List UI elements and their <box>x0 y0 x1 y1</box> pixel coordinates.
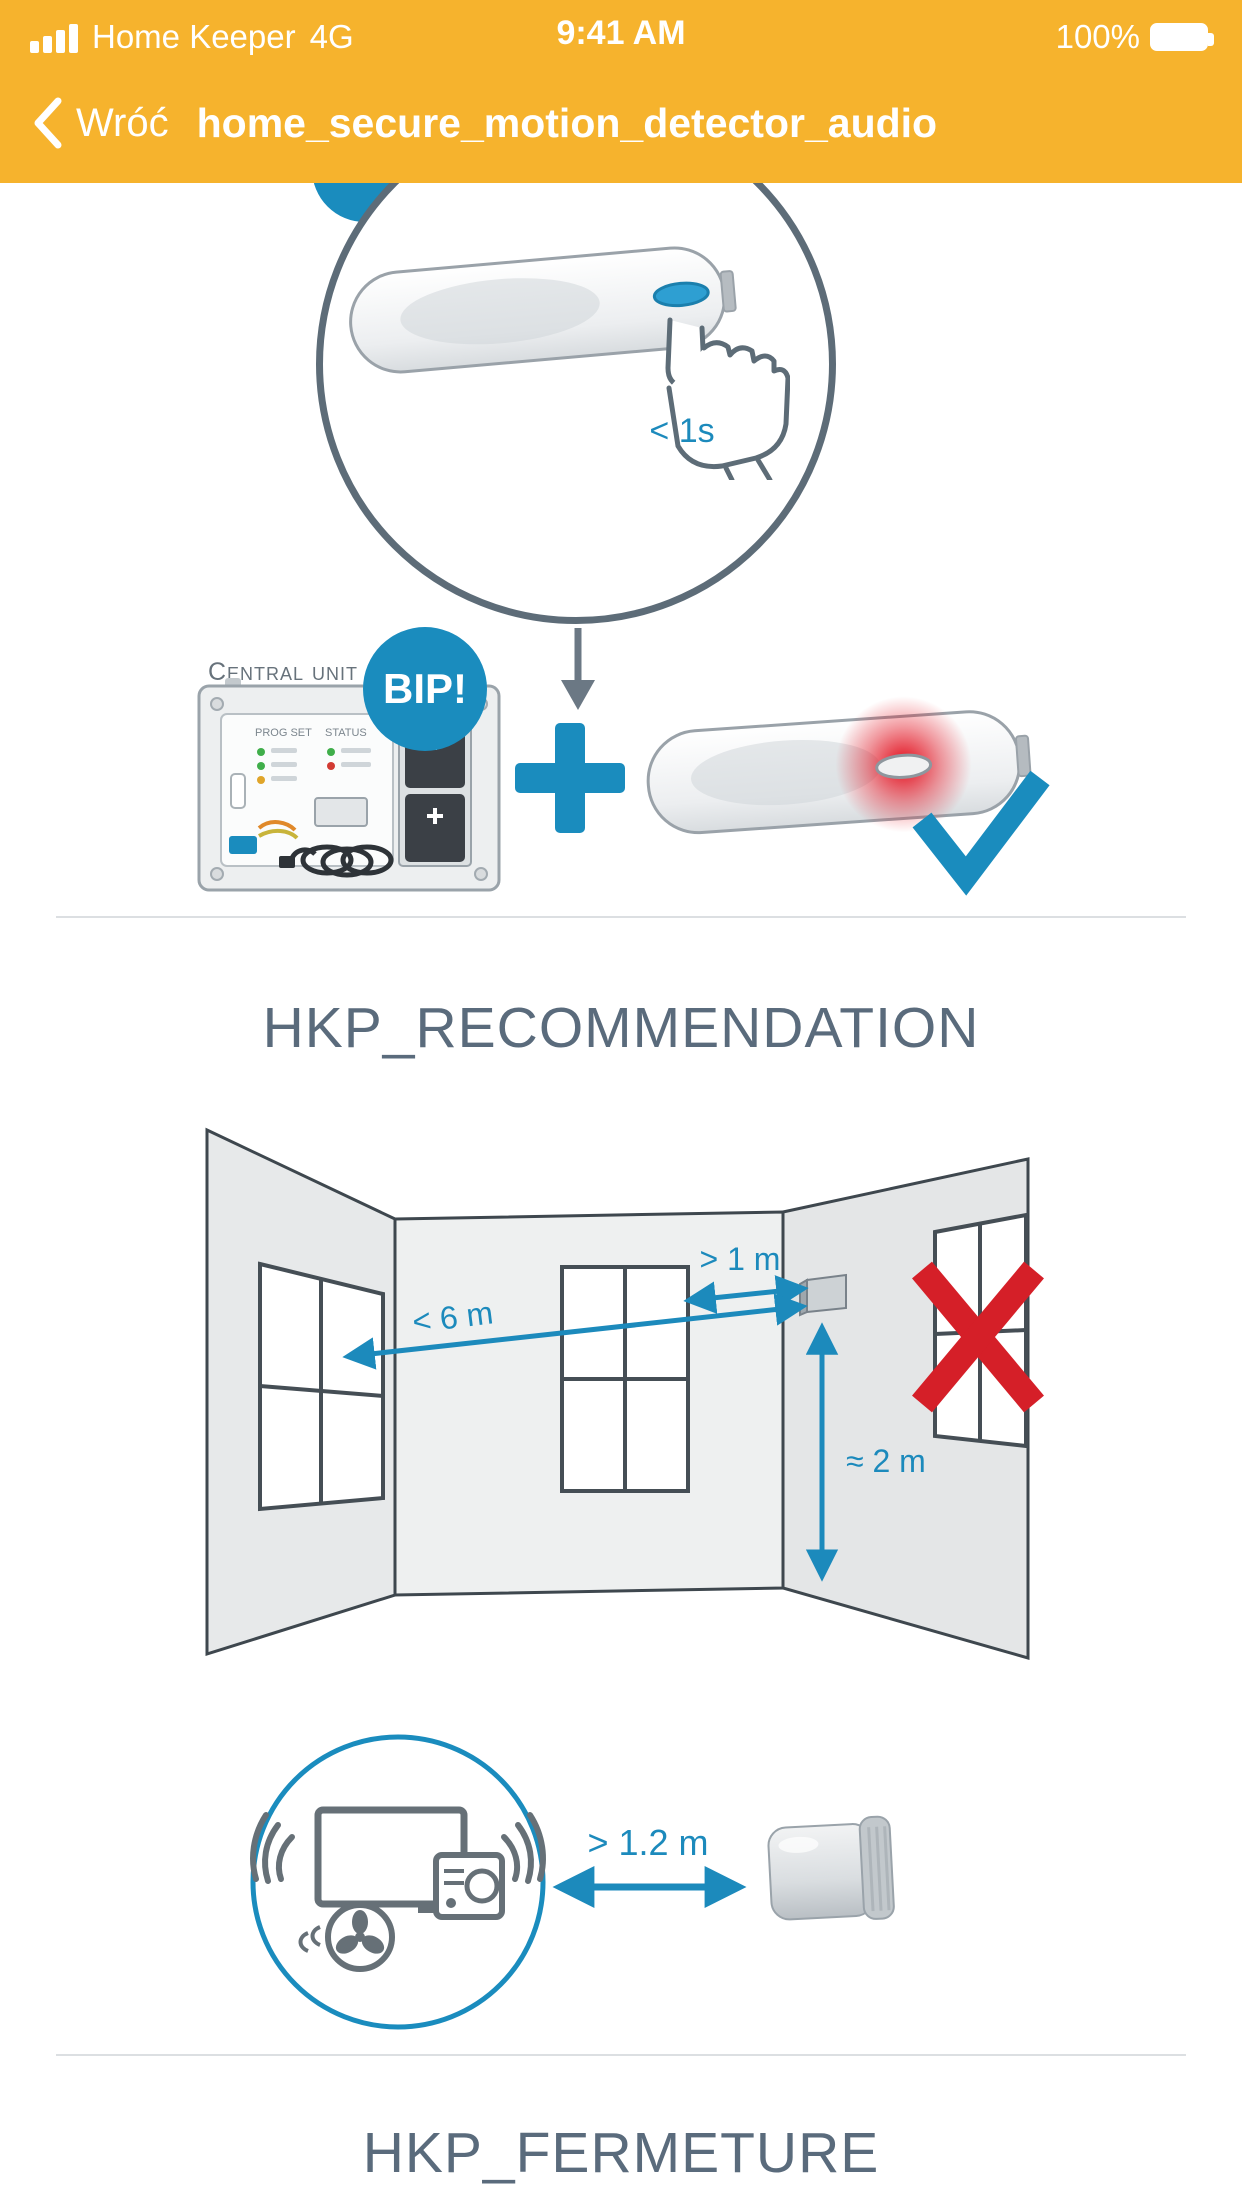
recommendation-title: HKP_RECOMMENDATION <box>262 996 980 1060</box>
app-header: Home Keeper 4G 9:41 AM 100% Wróć home_se… <box>0 0 1242 183</box>
chevron-left-icon <box>34 97 62 149</box>
interference-diagram: > 1.2 m <box>250 1734 895 2030</box>
hand-press-icon <box>665 317 790 480</box>
divider <box>56 2054 1186 2056</box>
usb-port-icon <box>314 797 368 827</box>
interference-distance-label: > 1.2 m <box>587 1822 708 1863</box>
bip-label: BIP! <box>383 665 467 712</box>
fermeture-title: HKP_FERMETURE <box>362 2121 880 2185</box>
status-bar: Home Keeper 4G 9:41 AM 100% <box>0 0 1242 64</box>
signal-strength-icon <box>30 24 78 56</box>
window-left-icon <box>258 1261 385 1512</box>
carrier-label: Home Keeper <box>92 18 296 55</box>
back-button[interactable]: Wróć <box>32 97 169 149</box>
network-label: 4G <box>309 18 354 55</box>
fan-icon <box>298 1902 395 1972</box>
bip-badge: BIP! <box>363 627 487 751</box>
page-title: home_secure_motion_detector_audio <box>196 99 938 146</box>
checkmark-icon <box>912 770 1050 896</box>
battery-percent-label: 100% <box>1055 18 1140 55</box>
motion-detector-led-icon <box>646 696 1032 835</box>
logo-chip-icon <box>229 836 257 854</box>
plus-bar <box>555 723 585 833</box>
divider <box>56 916 1186 918</box>
window-center-icon <box>560 1265 690 1493</box>
distance-arrows <box>342 1275 839 1582</box>
distance-to-wall-label: > 1 m <box>700 1241 781 1277</box>
detector-device-icon <box>767 1815 895 1921</box>
press-duration-label: < 1s <box>649 412 714 450</box>
status-right: 100% <box>1055 18 1214 56</box>
red-x-icon <box>912 1261 1044 1413</box>
status-label: STATUS <box>325 727 367 739</box>
press-button-illustration: < 1s <box>349 246 790 480</box>
down-arrow-icon <box>561 628 595 710</box>
pairing-button-icon <box>652 281 710 308</box>
detector-confirm-illustration <box>646 696 1050 896</box>
time-label: 9:41 AM <box>556 14 686 52</box>
radio-icon <box>433 1852 505 1920</box>
sound-waves-icon <box>250 1812 546 1884</box>
back-label: Wróć <box>76 100 169 145</box>
motion-detector-icon <box>349 246 737 374</box>
mounting-height-label: ≈ 2 m <box>846 1443 926 1479</box>
wall-detector-icon <box>799 1273 847 1317</box>
room-placement-diagram: > 1 m < 6 m ≈ 2 m <box>205 1127 1044 1660</box>
led-indicators-icon <box>257 748 371 784</box>
prog-set-label: PROG SET <box>255 727 312 739</box>
power-cable-icon <box>279 844 394 878</box>
battery-icon <box>1150 23 1214 51</box>
status-left: Home Keeper 4G <box>30 18 354 56</box>
nav-bar: Wróć home_secure_motion_detector_audio <box>0 64 1242 182</box>
